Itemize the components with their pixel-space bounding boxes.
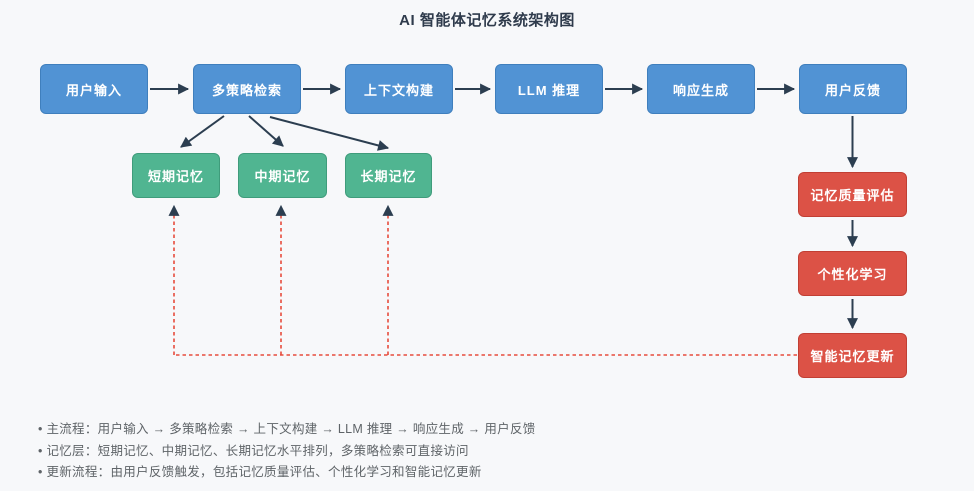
node-user-feedback: 用户反馈	[799, 64, 907, 114]
node-label: 记忆质量评估	[810, 188, 895, 203]
node-label: 多策略检索	[211, 82, 282, 98]
node-context-building: 上下文构建	[345, 64, 453, 114]
node-response-generation: 响应生成	[647, 64, 755, 114]
node-label: LLM 推理	[517, 82, 581, 98]
arrow-retrieval-to-long	[269, 116, 390, 151]
node-label: 中期记忆	[254, 169, 311, 184]
node-mid-term-memory: 中期记忆	[238, 153, 327, 198]
node-label: 智能记忆更新	[810, 349, 895, 364]
node-label: 短期记忆	[147, 169, 204, 184]
node-label: 响应生成	[672, 82, 729, 98]
node-intelligent-memory-update: 智能记忆更新	[798, 333, 907, 378]
arrow-retrieval-to-short	[180, 115, 225, 148]
diagram-title: AI 智能体记忆系统架构图	[399, 12, 575, 29]
legend-notes: • 主流程：用户输入 → 多策略检索 → 上下文构建 → LLM 推理 → 响应…	[38, 419, 536, 484]
legend-line-main-flow: • 主流程：用户输入 → 多策略检索 → 上下文构建 → LLM 推理 → 响应…	[38, 422, 536, 436]
legend-line-update-flow: • 更新流程：由用户反馈触发，包括记忆质量评估、个性化学习和智能记忆更新	[38, 465, 482, 479]
node-label: 上下文构建	[363, 82, 434, 98]
arrow-retrieval-to-mid	[248, 115, 284, 147]
node-label: 长期记忆	[360, 169, 417, 184]
node-label: 用户反馈	[824, 82, 881, 98]
node-multi-strategy-retrieval: 多策略检索	[193, 64, 301, 114]
legend-line-memory-layer: • 记忆层：短期记忆、中期记忆、长期记忆水平排列，多策略检索可直接访问	[38, 443, 469, 458]
memory-update-dashed-path	[168, 204, 797, 356]
node-long-term-memory: 长期记忆	[345, 153, 432, 198]
node-personalized-learning: 个性化学习	[798, 251, 907, 296]
retrieval-to-memory-arrows	[180, 115, 390, 151]
node-llm-inference: LLM 推理	[495, 64, 603, 114]
node-label: 用户输入	[65, 82, 122, 98]
node-user-input: 用户输入	[40, 64, 148, 114]
node-label: 个性化学习	[817, 267, 888, 282]
node-short-term-memory: 短期记忆	[132, 153, 220, 198]
node-memory-quality-evaluation: 记忆质量评估	[798, 172, 907, 217]
